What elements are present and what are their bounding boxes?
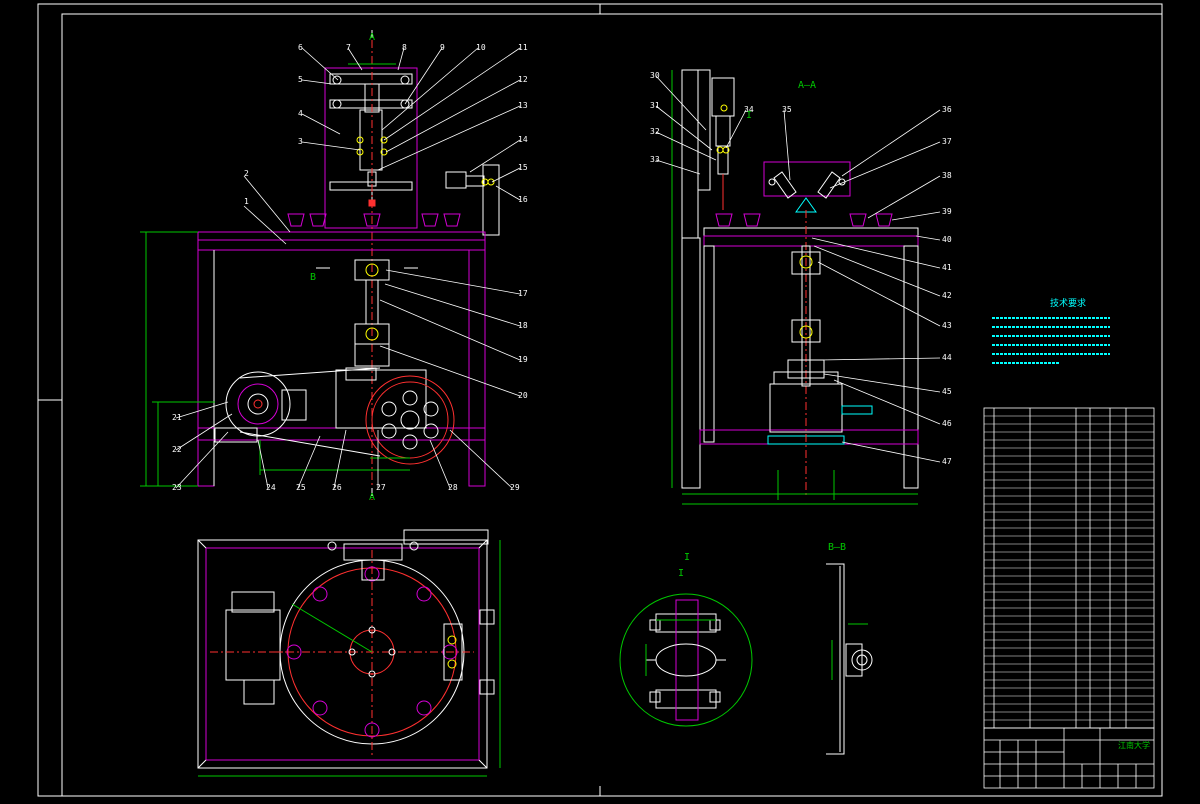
side-leaders <box>655 75 941 463</box>
front-view <box>140 30 500 500</box>
callout-number: 9 <box>440 43 445 52</box>
parts-list <box>983 407 1155 789</box>
view-aa-label: A—A <box>798 80 816 91</box>
section-bb-view <box>826 563 873 755</box>
callout-number: 17 <box>518 289 528 298</box>
detail-circle <box>619 593 753 727</box>
callout-number: 10 <box>476 43 486 52</box>
callout-number: 31 <box>650 101 660 110</box>
callout-number: 7 <box>346 43 351 52</box>
front-cups <box>287 213 461 227</box>
title-block <box>983 727 1155 789</box>
callout-number: 2 <box>244 169 249 178</box>
callout-number: 4 <box>298 109 303 118</box>
side-column <box>681 69 699 239</box>
detail-i-title: I <box>684 552 690 563</box>
callout-number: 27 <box>376 483 386 492</box>
sheet-inner-border <box>61 13 1163 797</box>
callout-number: 38 <box>942 171 952 180</box>
reducer-box <box>335 369 427 429</box>
university-name: 江南大学 <box>1118 740 1150 750</box>
front-leg-left <box>197 249 215 487</box>
callout-number: 30 <box>650 71 660 80</box>
callout-number: 36 <box>942 105 952 114</box>
callout-number: 35 <box>782 105 792 114</box>
callout-number: 18 <box>518 321 528 330</box>
callout-number: 25 <box>296 483 306 492</box>
callout-number: 16 <box>518 195 528 204</box>
front-leaders <box>175 47 521 489</box>
callout-number: 45 <box>942 387 952 396</box>
callout-number: 37 <box>942 137 952 146</box>
callout-number: 47 <box>942 457 952 466</box>
sheet-outer-border <box>37 3 1163 797</box>
front-table-top <box>197 231 486 241</box>
detail-i-marker: I <box>746 110 752 121</box>
side-drill-housing <box>763 161 851 197</box>
callout-number: 28 <box>448 483 458 492</box>
parts-list-rows <box>984 415 1154 721</box>
callout-number: 41 <box>942 263 952 272</box>
section-a-top-label: A <box>369 32 375 43</box>
callout-number: 46 <box>942 419 952 428</box>
callout-number: 29 <box>510 483 520 492</box>
callout-number: 6 <box>298 43 303 52</box>
top-view <box>197 529 501 777</box>
side-view <box>671 69 919 505</box>
top-outer-frame <box>197 539 488 769</box>
callout-number: 33 <box>650 155 660 164</box>
side-table-top <box>703 227 919 237</box>
callout-number: 15 <box>518 163 528 172</box>
callout-number: 24 <box>266 483 276 492</box>
bb-bracket <box>826 563 845 755</box>
detail-i-view <box>619 593 753 727</box>
text-labels: A A B A—A I I I B—B 技术要求 江南大学 <box>310 32 1150 750</box>
front-leg-right <box>468 249 486 487</box>
callout-number: 20 <box>518 391 528 400</box>
callout-number: 11 <box>518 43 528 52</box>
callout-number: 22 <box>172 445 182 454</box>
callout-number: 26 <box>332 483 342 492</box>
callout-number: 3 <box>298 137 303 146</box>
callout-number: 14 <box>518 135 528 144</box>
callout-number: 39 <box>942 207 952 216</box>
tech-req-lines <box>992 317 1110 364</box>
side-callouts: 29 30 31 32 33 34 35 36 37 38 39 40 41 42 43 44 45 46 47 <box>510 71 952 492</box>
callout-number: 21 <box>172 413 182 422</box>
tech-req-title: 技术要求 <box>1050 297 1086 309</box>
belt-bottom <box>239 431 381 457</box>
large-pulley <box>365 375 455 465</box>
callout-number: 42 <box>942 291 952 300</box>
callout-number: 34 <box>744 105 754 114</box>
callout-number: 12 <box>518 75 528 84</box>
top-motor <box>225 609 281 681</box>
section-a-bottom-label: A <box>369 492 375 503</box>
small-pulley <box>225 371 291 437</box>
detail-scale-label: I <box>678 568 684 579</box>
callout-number: 43 <box>942 321 952 330</box>
callout-number: 40 <box>942 235 952 244</box>
callout-number: 19 <box>518 355 528 364</box>
belt-top <box>239 367 381 379</box>
section-b-label: B <box>310 272 316 283</box>
callout-number: 5 <box>298 75 303 84</box>
callout-number: 44 <box>942 353 952 362</box>
callout-number: 13 <box>518 101 528 110</box>
callout-number: 8 <box>402 43 407 52</box>
callout-number: 23 <box>172 483 182 492</box>
callout-number: 32 <box>650 127 660 136</box>
head-frame <box>324 67 418 229</box>
view-bb-label: B—B <box>828 542 846 553</box>
callout-number: 1 <box>244 197 249 206</box>
